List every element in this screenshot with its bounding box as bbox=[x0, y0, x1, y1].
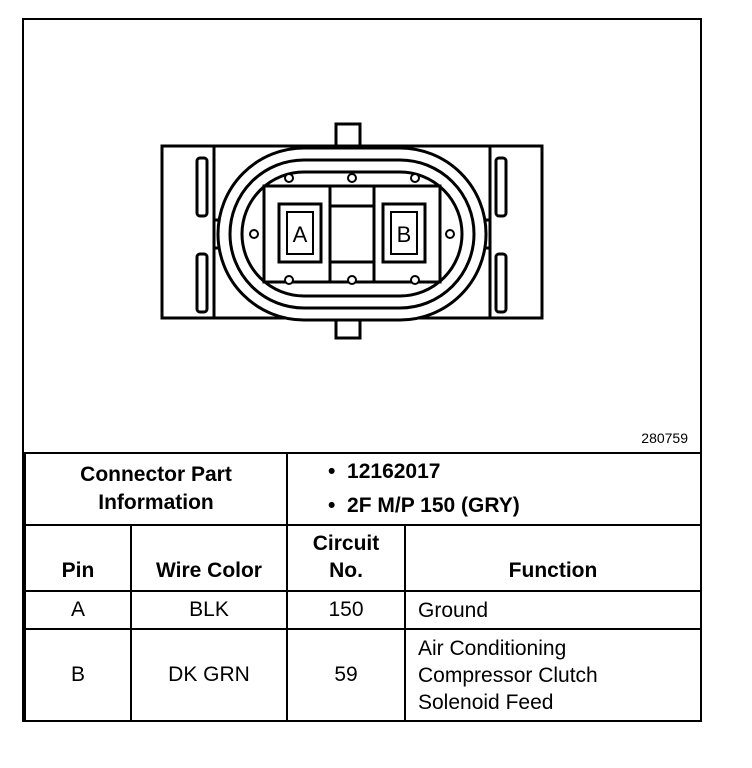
connector-info-table: Connector Part Information • 12162017 • … bbox=[24, 452, 702, 722]
col-header-wire-color: Wire Color bbox=[130, 524, 288, 592]
pin-a-label: A bbox=[293, 222, 308, 247]
row-b-circuit: 59 bbox=[286, 628, 406, 722]
pin-a-cavity bbox=[277, 202, 323, 264]
pin-b-cavity bbox=[381, 202, 427, 264]
row-a-function: Ground bbox=[404, 590, 702, 630]
column-header-row: Pin Wire Color Circuit No. Function bbox=[24, 524, 702, 592]
connector-face-drawing: A B 280759 bbox=[24, 20, 700, 452]
part-info-label-line1: Connector Part bbox=[80, 463, 232, 486]
part-info-label: Connector Part Information bbox=[24, 452, 288, 526]
inner-seal bbox=[240, 170, 464, 298]
table-row: B DK GRN 59 Air Conditioning Compressor … bbox=[24, 628, 702, 722]
table-row: A BLK 150 Ground bbox=[24, 590, 702, 630]
right-side-block bbox=[488, 144, 544, 320]
row-b-wire-color: DK GRN bbox=[130, 628, 288, 722]
part-description: • 2F M/P 150 (GRY) bbox=[328, 494, 520, 517]
left-side-block bbox=[160, 144, 216, 320]
row-a-pin: A bbox=[24, 590, 132, 630]
connector-svg: A B bbox=[160, 122, 544, 340]
row-b-function: Air Conditioning Compressor Clutch Solen… bbox=[404, 628, 702, 722]
top-lock-tab bbox=[334, 122, 362, 150]
part-info-row: Connector Part Information • 12162017 • … bbox=[24, 452, 702, 526]
col-header-circuit: Circuit No. bbox=[286, 524, 406, 592]
part-info-values: • 12162017 • 2F M/P 150 (GRY) bbox=[286, 452, 702, 526]
figure-id: 280759 bbox=[641, 430, 688, 446]
diagram-frame: A B 280759 Connector Part Information • … bbox=[22, 18, 702, 722]
part-number: • 12162017 bbox=[328, 460, 441, 483]
pin-b-label: B bbox=[397, 222, 412, 247]
row-a-wire-color: BLK bbox=[130, 590, 288, 630]
row-b-pin: B bbox=[24, 628, 132, 722]
part-info-label-line2: Information bbox=[98, 491, 214, 514]
col-header-function: Function bbox=[404, 524, 702, 592]
col-header-pin: Pin bbox=[24, 524, 132, 592]
middle-seal bbox=[228, 158, 476, 310]
row-a-circuit: 150 bbox=[286, 590, 406, 630]
